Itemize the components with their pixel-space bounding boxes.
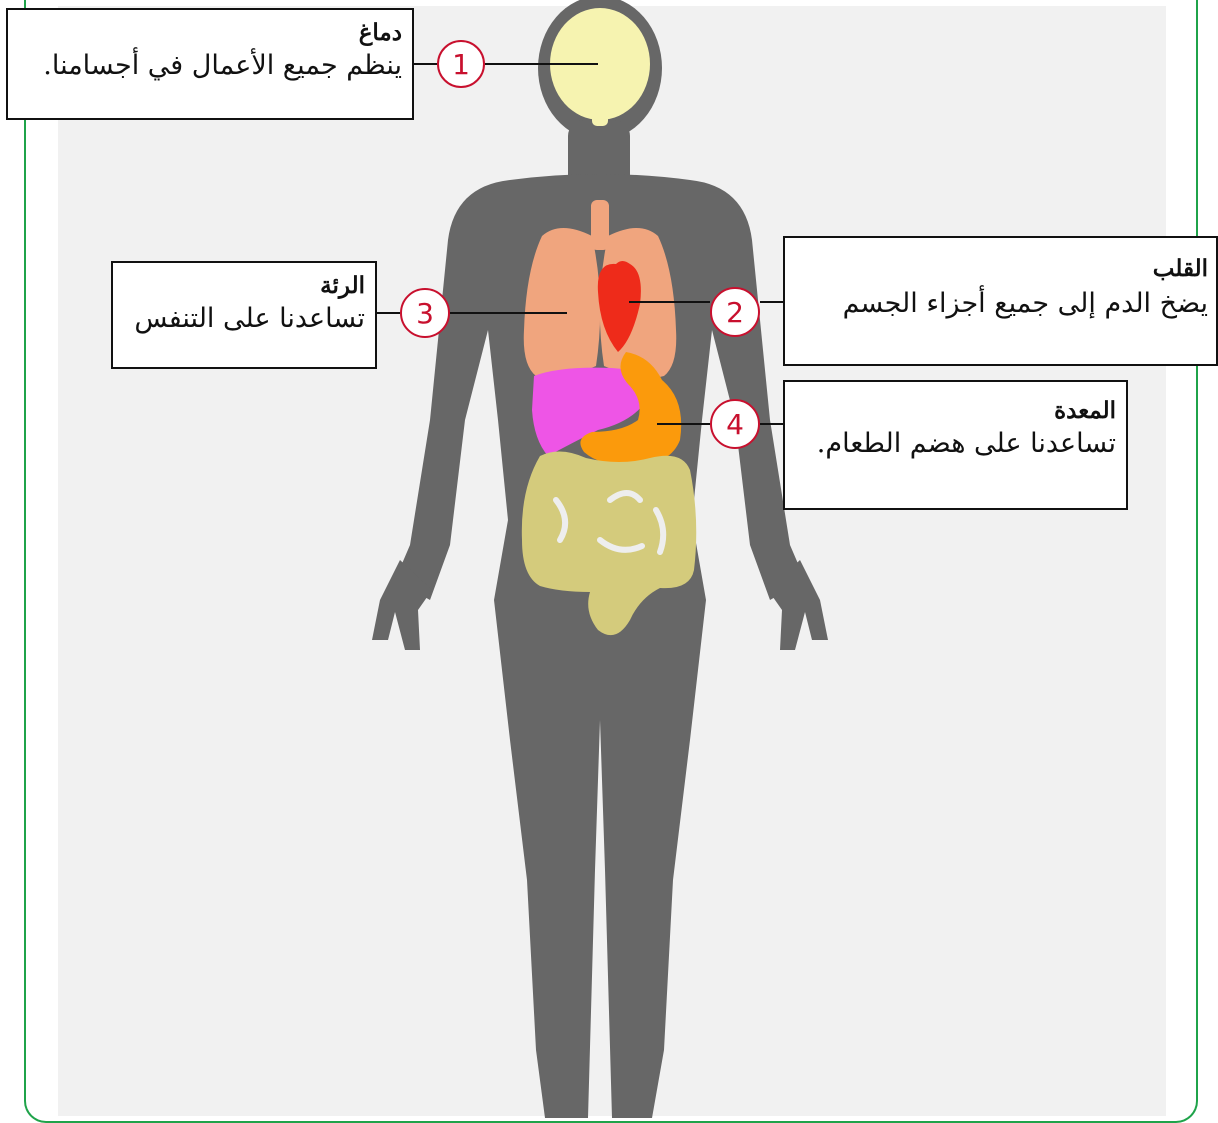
svg-text:3: 3 <box>416 297 434 330</box>
svg-text:1: 1 <box>452 48 470 81</box>
svg-text:4: 4 <box>726 408 744 441</box>
callout-title: دماغ <box>18 18 402 48</box>
callout-stomach: المعدة تساعدنا على هضم الطعام. <box>783 380 1128 510</box>
number-circle-4: 4 <box>711 400 759 448</box>
number-circle-2: 2 <box>711 288 759 336</box>
number-circle-1: 1 <box>438 41 484 87</box>
svg-text:2: 2 <box>726 296 744 329</box>
callout-title: المعدة <box>795 396 1116 426</box>
callout-heart: القلب يضخ الدم إلى جميع أجزاء الجسم <box>783 236 1218 366</box>
callout-lung: الرئة تساعدنا على التنفس <box>111 261 377 369</box>
callout-brain: دماغ ينظم جميع الأعمال في أجسامنا. <box>6 8 414 120</box>
callout-description: تساعدنا على هضم الطعام. <box>795 426 1116 462</box>
callout-description: يضخ الدم إلى جميع أجزاء الجسم <box>795 286 1208 322</box>
number-circle-3: 3 <box>401 289 449 337</box>
callout-description: تساعدنا على التنفس <box>123 301 365 337</box>
callout-title: الرئة <box>123 271 365 301</box>
callout-description: ينظم جميع الأعمال في أجسامنا. <box>18 48 402 84</box>
callout-title: القلب <box>795 252 1208 286</box>
